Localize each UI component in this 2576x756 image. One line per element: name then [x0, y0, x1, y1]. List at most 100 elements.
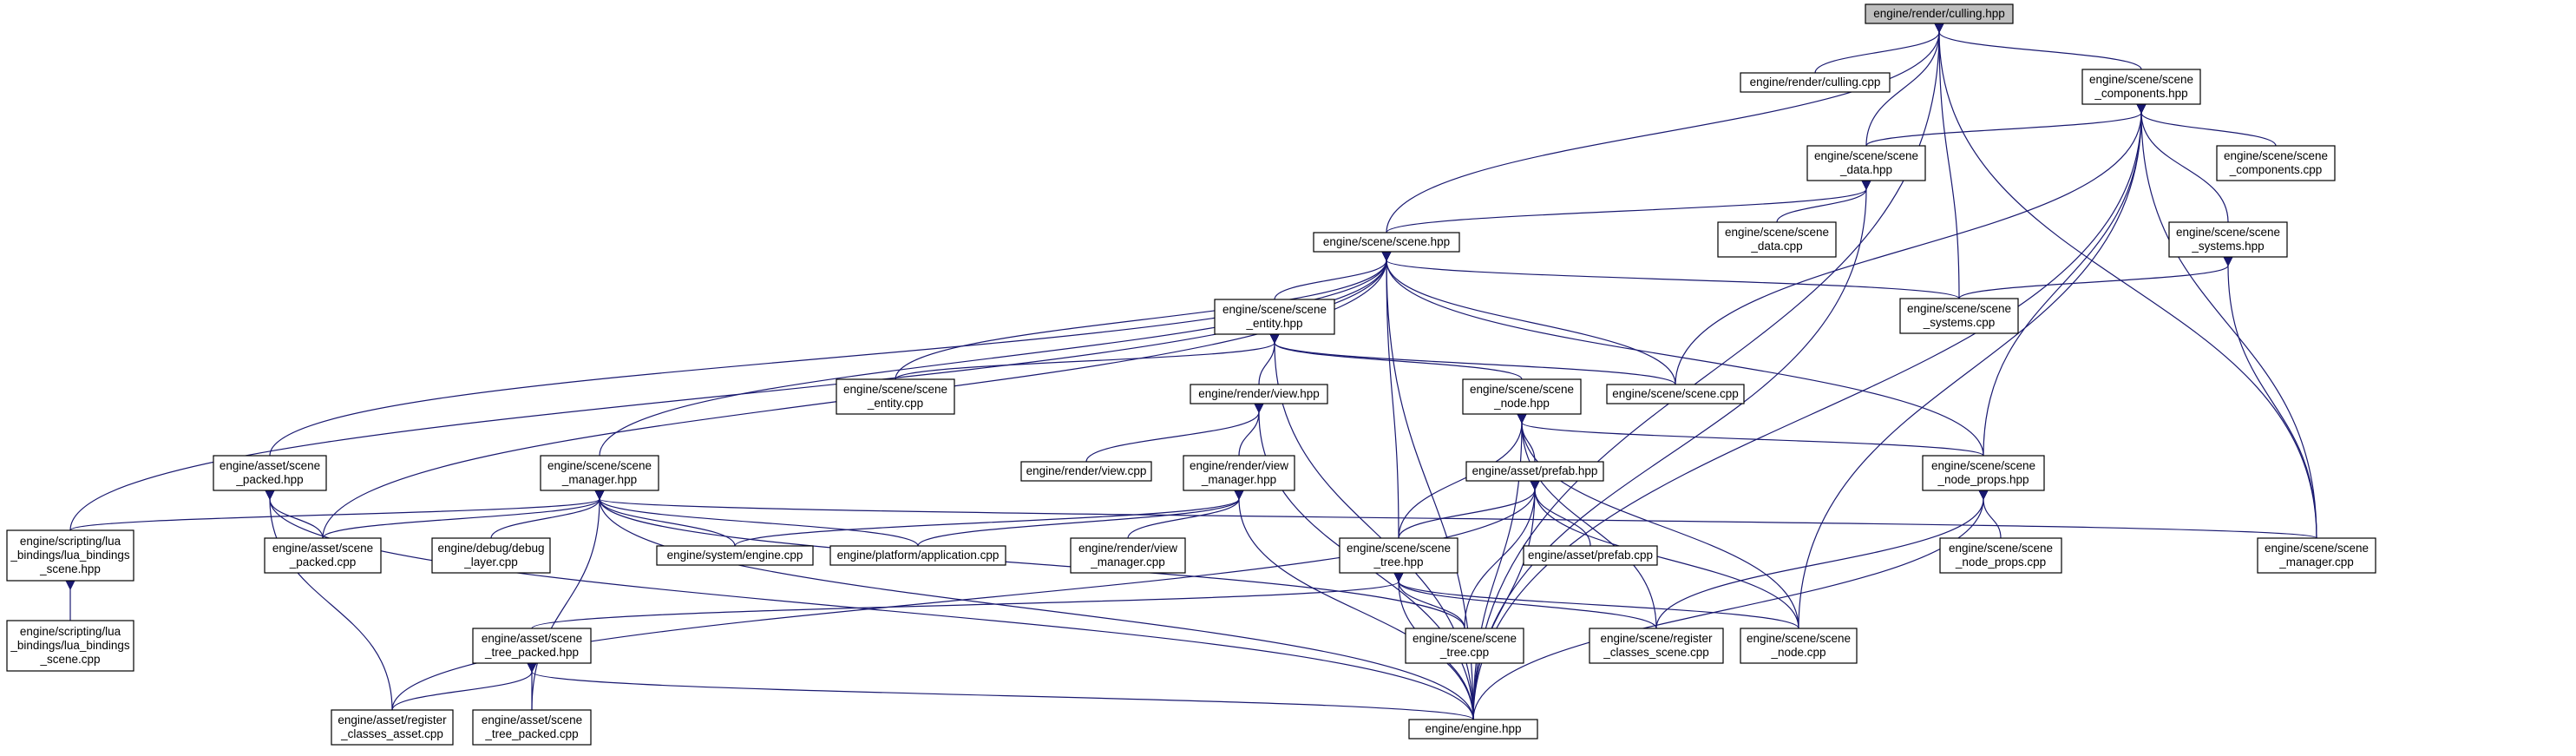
- node-label: engine/scene/scene: [2089, 73, 2193, 86]
- node-scene_manager_hpp[interactable]: engine/scene/scene_manager.hpp: [540, 455, 659, 491]
- node-box: [1408, 719, 1538, 740]
- node-prefab_cpp[interactable]: engine/asset/prefab.cpp: [1523, 545, 1658, 566]
- edge-scene_tree_packed_hpp-to-register_classes_asset_cpp: [391, 663, 537, 711]
- edge-culling_hpp-to-scene_hpp: [1386, 23, 1944, 233]
- edge-culling_hpp-to-scene_systems_cpp: [1934, 23, 1960, 299]
- node-label: _bindings/lua_bindings: [10, 639, 130, 652]
- edge-culling_hpp-to-scene_manager_cpp: [1934, 23, 2317, 539]
- node-scene_data_cpp[interactable]: engine/scene/scene_data.cpp: [1717, 221, 1837, 258]
- node-culling_cpp[interactable]: engine/render/culling.cpp: [1740, 72, 1891, 93]
- node-box: [331, 709, 454, 746]
- node-asset_scene_packed_hpp[interactable]: engine/asset/scene_packed.hpp: [213, 455, 327, 491]
- node-scene_tree_packed_hpp[interactable]: engine/asset/scene_tree_packed.hpp: [472, 628, 592, 664]
- node-label: engine/render/view.hpp: [1198, 387, 1320, 400]
- node-box: [1899, 298, 2019, 334]
- edge-scene_tree_hpp-to-scene_node_cpp: [1393, 573, 1799, 629]
- node-scene_tree_packed_cpp[interactable]: engine/asset/scene_tree_packed.cpp: [472, 709, 592, 746]
- edge-scene_node_props_hpp-to-engine_hpp: [1472, 490, 1989, 720]
- node-label: engine/asset/scene: [482, 632, 582, 645]
- node-label: engine/system/engine.cpp: [667, 549, 803, 562]
- node-box: [2168, 221, 2288, 258]
- edge-prefab_hpp-to-scene_tree_hpp: [1398, 481, 1540, 539]
- node-scene_components_hpp[interactable]: engine/scene/scene_components.hpp: [2081, 69, 2201, 105]
- edge-scene_hpp-to-scene_tree_hpp: [1381, 252, 1399, 539]
- node-register_classes_asset_cpp[interactable]: engine/asset/register_classes_asset.cpp: [331, 709, 454, 746]
- node-asset_scene_packed_cpp[interactable]: engine/asset/scene_packed.cpp: [264, 537, 382, 574]
- node-scene_hpp[interactable]: engine/scene/scene.hpp: [1313, 232, 1460, 253]
- node-culling_hpp[interactable]: engine/render/culling.hpp: [1865, 3, 2014, 24]
- node-scene_entity_cpp[interactable]: engine/scene/scene_entity.cpp: [836, 378, 955, 415]
- edge-scene_systems_hpp-to-scene_systems_cpp: [1958, 257, 2233, 299]
- node-box: [1070, 537, 1186, 574]
- node-label: _packed.hpp: [235, 473, 303, 486]
- node-box: [1606, 384, 1745, 404]
- edge-scene_manager_hpp-to-system_engine_cpp: [594, 490, 736, 547]
- node-scene_entity_hpp[interactable]: engine/scene/scene_entity.hpp: [1214, 299, 1335, 335]
- edge-scene_components_hpp-to-scene_systems_hpp: [2136, 104, 2229, 223]
- node-label: _layer.cpp: [463, 555, 518, 569]
- node-label: _scene.hpp: [39, 562, 101, 575]
- node-view_manager_cpp[interactable]: engine/render/view_manager.cpp: [1070, 537, 1186, 574]
- node-scene_node_props_hpp[interactable]: engine/scene/scene_node_props.hpp: [1922, 455, 2045, 491]
- node-scene_tree_cpp[interactable]: engine/scene/scene_tree.cpp: [1405, 628, 1524, 664]
- edge-scene_hpp-to-asset_scene_packed_hpp: [269, 252, 1392, 457]
- node-label: engine/scene/scene: [547, 459, 652, 472]
- node-register_classes_scene_cpp[interactable]: engine/scene/register_classes_scene.cpp: [1589, 628, 1724, 664]
- edge-scene_data_hpp-to-scene_data_cpp: [1776, 181, 1871, 223]
- node-scene_cpp[interactable]: engine/scene/scene.cpp: [1606, 384, 1745, 404]
- node-view_manager_hpp[interactable]: engine/render/view_manager.hpp: [1183, 455, 1295, 491]
- node-label: _components.cpp: [2229, 163, 2323, 176]
- node-label: engine/asset/prefab.cpp: [1528, 549, 1653, 562]
- edge-view_manager_hpp-to-application_cpp: [917, 490, 1244, 547]
- node-box: [1190, 384, 1328, 404]
- node-label: _tree_packed.cpp: [484, 727, 578, 740]
- node-lua_bindings_scene_cpp[interactable]: engine/scripting/lua_bindings/lua_bindin…: [6, 620, 134, 672]
- node-box: [213, 455, 327, 491]
- node-system_engine_cpp[interactable]: engine/system/engine.cpp: [656, 545, 814, 566]
- node-engine_hpp[interactable]: engine/engine.hpp: [1408, 719, 1538, 740]
- node-box: [472, 628, 592, 664]
- edge-scene_tree_packed_hpp-to-engine_hpp: [527, 662, 1474, 720]
- node-box: [1939, 537, 2062, 574]
- node-label: engine/debug/debug: [437, 542, 544, 555]
- node-prefab_hpp[interactable]: engine/asset/prefab.hpp: [1465, 461, 1604, 482]
- edge-scene_tree_hpp-to-scene_tree_packed_hpp: [531, 572, 1404, 629]
- node-scene_node_props_cpp[interactable]: engine/scene/scene_node_props.cpp: [1939, 537, 2062, 574]
- node-box: [1465, 461, 1604, 482]
- node-scene_systems_cpp[interactable]: engine/scene/scene_systems.cpp: [1899, 298, 2019, 334]
- node-label: engine/scripting/lua: [20, 535, 121, 548]
- node-box: [540, 455, 659, 491]
- node-label: engine/scene/scene: [1931, 459, 2035, 472]
- node-label: engine/asset/register: [338, 713, 447, 726]
- node-box: [829, 545, 1006, 566]
- node-box: [836, 378, 955, 415]
- edge-scene_node_props_hpp-to-register_classes_scene_cpp: [1655, 490, 1989, 629]
- node-scene_systems_hpp[interactable]: engine/scene/scene_systems.hpp: [2168, 221, 2288, 258]
- node-box: [2257, 537, 2376, 574]
- node-scene_data_hpp[interactable]: engine/scene/scene_data.hpp: [1806, 145, 1926, 181]
- node-label: _classes_asset.cpp: [340, 727, 443, 740]
- edge-scene_node_hpp-to-scene_tree_hpp: [1398, 414, 1527, 539]
- edge-culling_hpp-to-scene_components_hpp: [1934, 23, 2142, 70]
- node-debug_layer_cpp[interactable]: engine/debug/debug_layer.cpp: [431, 537, 551, 574]
- edge-scene_manager_hpp-to-engine_hpp: [594, 490, 1474, 720]
- node-box: [1313, 232, 1460, 253]
- node-box: [1740, 72, 1891, 93]
- edge-prefab_hpp-to-prefab_cpp: [1530, 481, 1591, 547]
- node-box: [1020, 461, 1152, 482]
- node-label: engine/render/view: [1078, 542, 1177, 555]
- edge-prefab_hpp-to-engine_hpp: [1472, 481, 1540, 720]
- node-label: _data.cpp: [1750, 240, 1802, 253]
- node-scene_node_hpp[interactable]: engine/scene/scene_node.hpp: [1462, 378, 1582, 415]
- node-view_hpp[interactable]: engine/render/view.hpp: [1190, 384, 1328, 404]
- edge-view_hpp-to-view_manager_hpp: [1238, 404, 1264, 457]
- node-scene_node_cpp[interactable]: engine/scene/scene_node.cpp: [1740, 628, 1858, 664]
- node-scene_components_cpp[interactable]: engine/scene/scene_components.cpp: [2216, 145, 2336, 181]
- node-scene_tree_hpp[interactable]: engine/scene/scene_tree.hpp: [1339, 537, 1458, 574]
- edge-scene_node_props_hpp-to-scene_node_props_cpp: [1978, 490, 2002, 539]
- node-application_cpp[interactable]: engine/platform/application.cpp: [829, 545, 1006, 566]
- node-scene_manager_cpp[interactable]: engine/scene/scene_manager.cpp: [2257, 537, 2376, 574]
- node-lua_bindings_scene_hpp[interactable]: engine/scripting/lua_bindings/lua_bindin…: [6, 529, 134, 582]
- node-box: [1922, 455, 2045, 491]
- node-view_cpp[interactable]: engine/render/view.cpp: [1020, 461, 1152, 482]
